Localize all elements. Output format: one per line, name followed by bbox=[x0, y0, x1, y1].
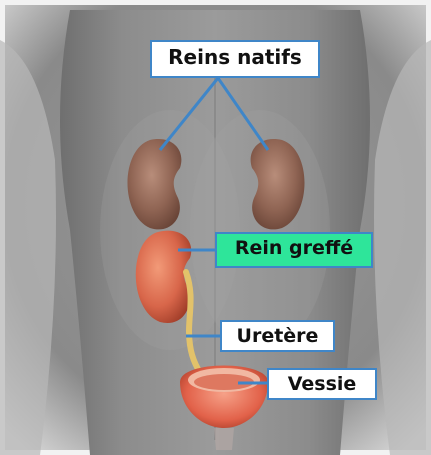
native-kidneys-label: Reins natifs bbox=[150, 40, 320, 78]
ureter-label: Uretère bbox=[220, 320, 335, 352]
graft-kidney-label: Rein greffé bbox=[215, 232, 373, 268]
bladder-label: Vessie bbox=[267, 368, 377, 400]
urethra bbox=[214, 428, 234, 450]
